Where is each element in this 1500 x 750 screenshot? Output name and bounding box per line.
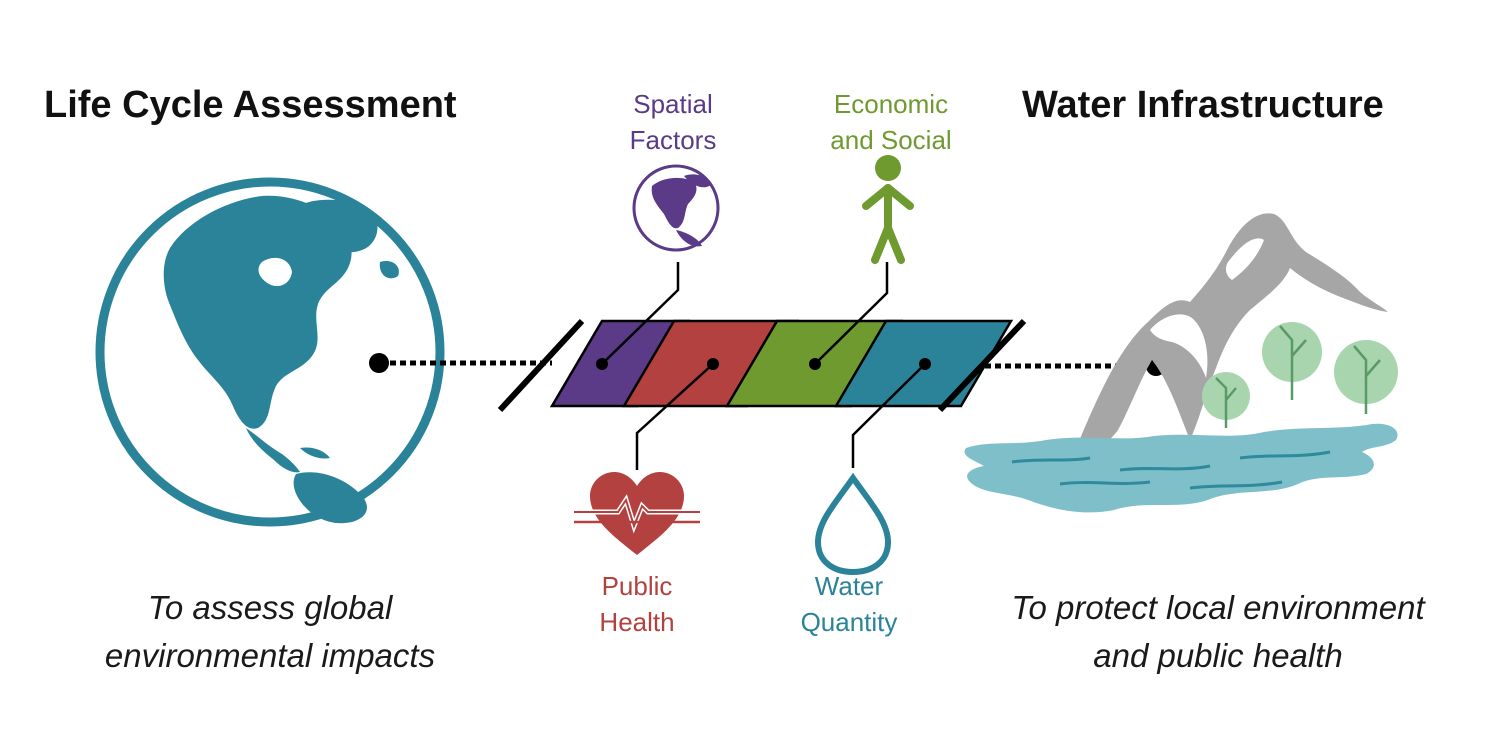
water-quantity-leader-line (851, 363, 926, 468)
water-drop-icon (814, 472, 892, 576)
spatial-factors-label: Spatial Factors (598, 86, 748, 158)
left-end-bar (497, 318, 585, 413)
water-infrastructure-heading: Water Infrastructure (1022, 84, 1384, 126)
spatial-factors-label-line1: Spatial (633, 89, 713, 119)
segment-dots (596, 358, 931, 370)
public-health-leader-line (635, 363, 714, 470)
lca-caption-line2: environmental impacts (104, 637, 436, 674)
economic-social-label-line1: Economic (833, 89, 949, 119)
factor-chain (549, 319, 1014, 408)
lca-heading: Life Cycle Assessment (44, 84, 457, 126)
heart-pulse-icon (574, 472, 700, 555)
right-end-bar (937, 318, 1027, 413)
person-icon (862, 155, 914, 264)
spatial-leader-line (601, 262, 680, 365)
public-health-label: Public Health (567, 568, 707, 640)
factor-leader-lines (601, 262, 926, 470)
economic-social-label-line2: and Social (830, 125, 952, 155)
economic-social-leader-line (814, 262, 889, 365)
water-quantity-label-line1: Water (814, 571, 884, 601)
public-health-label-line1: Public (601, 571, 673, 601)
water-quantity-label-line2: Quantity (800, 607, 898, 637)
spatial-factors-label-line2: Factors (629, 125, 717, 155)
public-health-label-line2: Health (599, 607, 675, 637)
lca-caption-line1: To assess global (147, 589, 393, 626)
globe-icon (95, 177, 445, 527)
landscape-icon (964, 213, 1398, 513)
water-infrastructure-caption-line2: and public health (1093, 637, 1343, 674)
water-quantity-label: Water Quantity (774, 568, 924, 640)
globe-connector-dot (369, 353, 389, 373)
spatial-globe-icon (632, 164, 720, 252)
lca-caption: To assess global environmental impacts (50, 584, 490, 680)
water-infrastructure-caption: To protect local environment and public … (968, 584, 1468, 680)
water-infrastructure-caption-line1: To protect local environment (1011, 589, 1425, 626)
economic-social-label: Economic and Social (806, 86, 976, 158)
